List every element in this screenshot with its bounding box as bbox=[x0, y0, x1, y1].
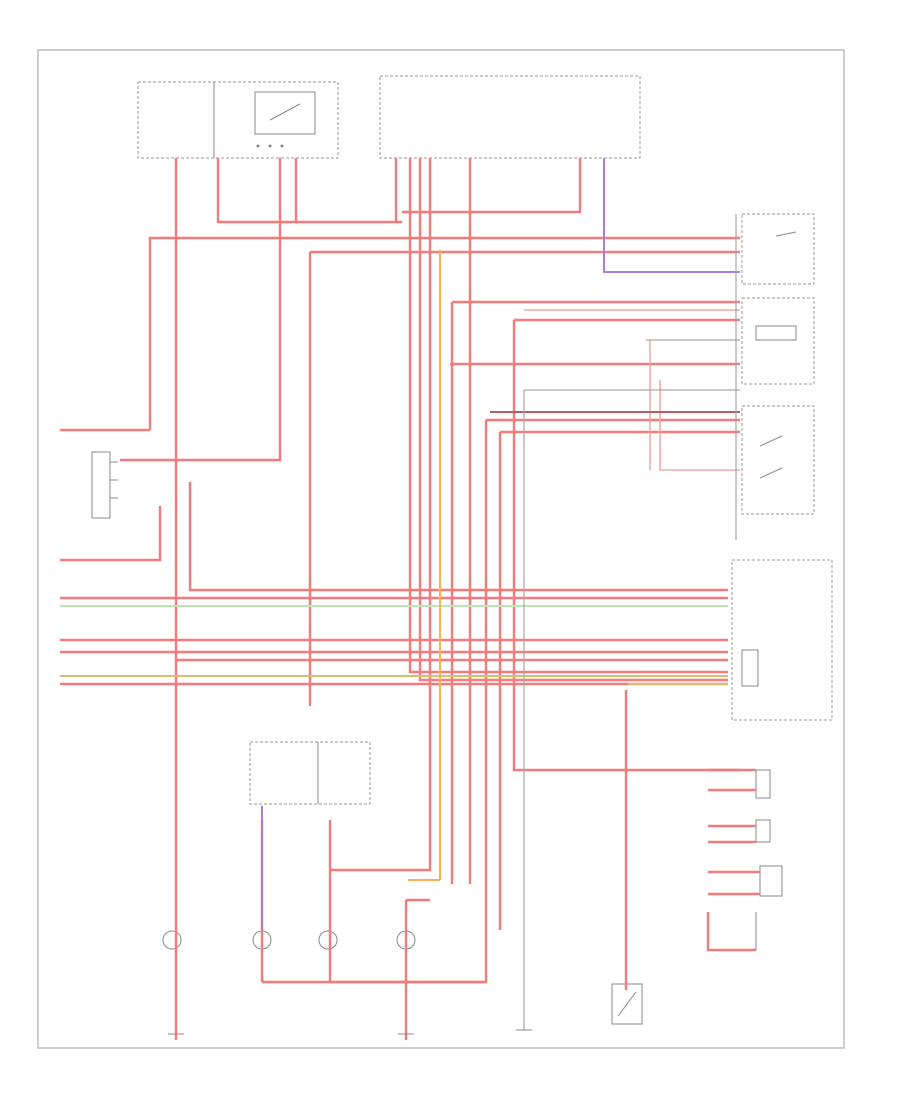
top-right-module bbox=[379, 75, 641, 159]
orange-wires bbox=[60, 250, 728, 881]
relay-2-icon bbox=[741, 297, 815, 385]
purple-wires bbox=[261, 158, 740, 930]
gray-wires bbox=[523, 214, 740, 1030]
bottom-center-module bbox=[249, 741, 371, 805]
red-wires bbox=[60, 158, 760, 1040]
relay-3-icon bbox=[741, 405, 815, 515]
relay-1-icon bbox=[741, 213, 815, 285]
pink-wires bbox=[524, 309, 740, 471]
top-left-module bbox=[137, 81, 339, 159]
left-switch-block bbox=[91, 451, 118, 519]
connector-block bbox=[731, 559, 833, 721]
diagram-frame bbox=[37, 49, 845, 1049]
right-components bbox=[755, 769, 783, 950]
ground-icon bbox=[168, 1029, 532, 1035]
lamp-icon bbox=[162, 930, 416, 950]
